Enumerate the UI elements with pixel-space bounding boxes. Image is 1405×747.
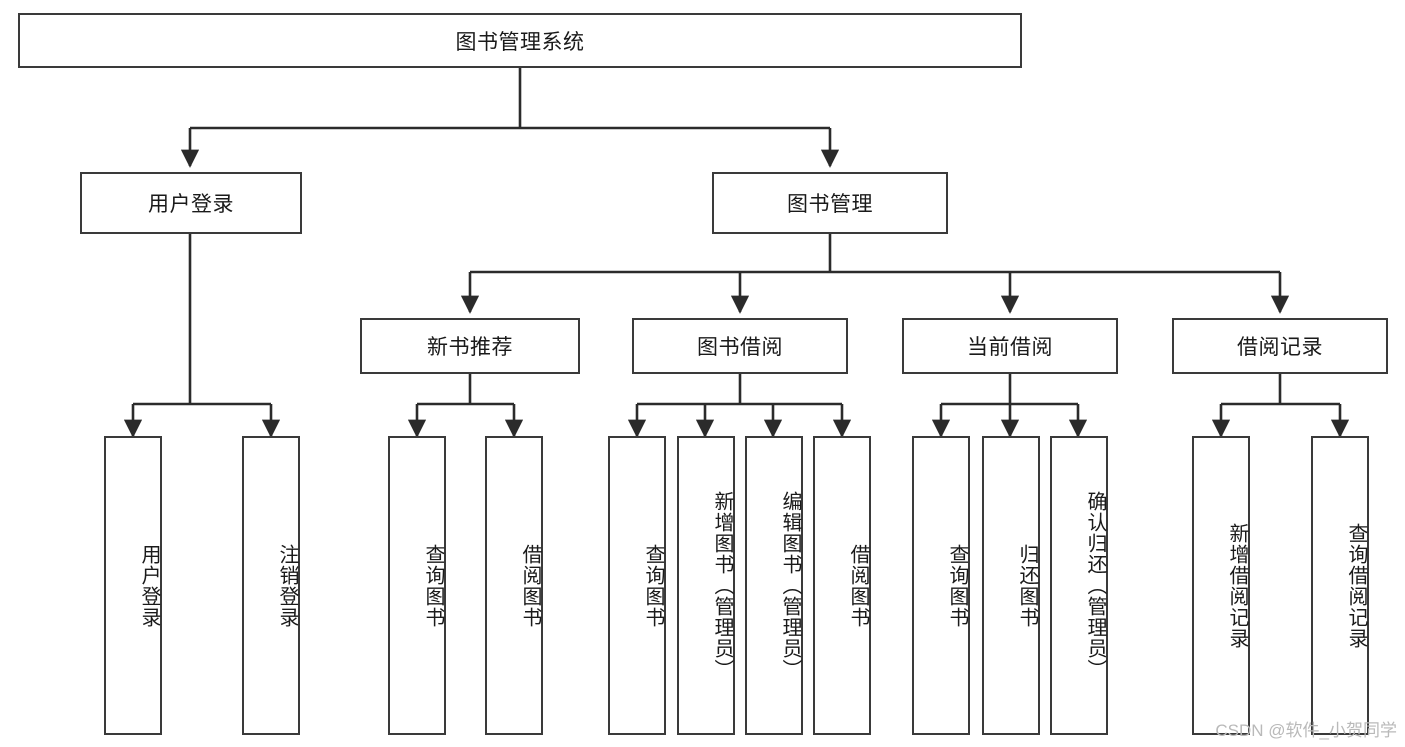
node-leaf-query-book-current[interactable]: 查询图书 <box>912 436 970 735</box>
node-borrow-record[interactable]: 借阅记录 <box>1172 318 1388 374</box>
node-book-management[interactable]: 图书管理 <box>712 172 948 234</box>
node-label: 注销登录 <box>276 543 298 628</box>
node-label: 查询图书 <box>642 543 664 628</box>
node-label: 图书管理系统 <box>455 30 585 54</box>
node-label: 查询图书 <box>946 543 968 628</box>
node-label: 确认归还（管理员） <box>1084 491 1106 680</box>
node-label: 查询借阅记录 <box>1345 522 1367 649</box>
node-label: 图书管理 <box>787 193 873 216</box>
node-leaf-return-book[interactable]: 归还图书 <box>982 436 1040 735</box>
node-label: 新增图书（管理员） <box>711 491 733 680</box>
node-label: 归还图书 <box>1016 543 1038 628</box>
node-leaf-query-book-recommend[interactable]: 查询图书 <box>388 436 446 735</box>
node-label: 图书借阅 <box>697 336 783 359</box>
watermark: CSDN @软件_小贺同学 <box>1215 721 1397 740</box>
node-label: 新书推荐 <box>427 336 513 359</box>
node-leaf-borrow-book[interactable]: 借阅图书 <box>813 436 871 735</box>
node-book-borrow[interactable]: 图书借阅 <box>632 318 848 374</box>
node-label: 用户登录 <box>148 193 234 216</box>
node-leaf-confirm-return[interactable]: 确认归还（管理员） <box>1050 436 1108 735</box>
node-new-book-recommend[interactable]: 新书推荐 <box>360 318 580 374</box>
node-leaf-query-book-borrow[interactable]: 查询图书 <box>608 436 666 735</box>
node-label: 借阅图书 <box>847 543 869 628</box>
node-label: 编辑图书（管理员） <box>779 491 801 680</box>
node-current-borrow[interactable]: 当前借阅 <box>902 318 1118 374</box>
node-user-login[interactable]: 用户登录 <box>80 172 302 234</box>
node-leaf-edit-book[interactable]: 编辑图书（管理员） <box>745 436 803 735</box>
node-label: 当前借阅 <box>967 336 1053 359</box>
node-leaf-add-borrow-record[interactable]: 新增借阅记录 <box>1192 436 1250 735</box>
node-label: 新增借阅记录 <box>1226 522 1248 649</box>
node-leaf-borrow-book-recommend[interactable]: 借阅图书 <box>485 436 543 735</box>
node-leaf-add-book[interactable]: 新增图书（管理员） <box>677 436 735 735</box>
node-label: 用户登录 <box>138 543 160 628</box>
node-label: 查询图书 <box>422 543 444 628</box>
node-book-management-system[interactable]: 图书管理系统 <box>18 13 1022 68</box>
node-label: 借阅记录 <box>1237 336 1323 359</box>
node-leaf-user-login[interactable]: 用户登录 <box>104 436 162 735</box>
node-label: 借阅图书 <box>519 543 541 628</box>
node-leaf-logout-login[interactable]: 注销登录 <box>242 436 300 735</box>
node-leaf-query-borrow-record[interactable]: 查询借阅记录 <box>1311 436 1369 735</box>
